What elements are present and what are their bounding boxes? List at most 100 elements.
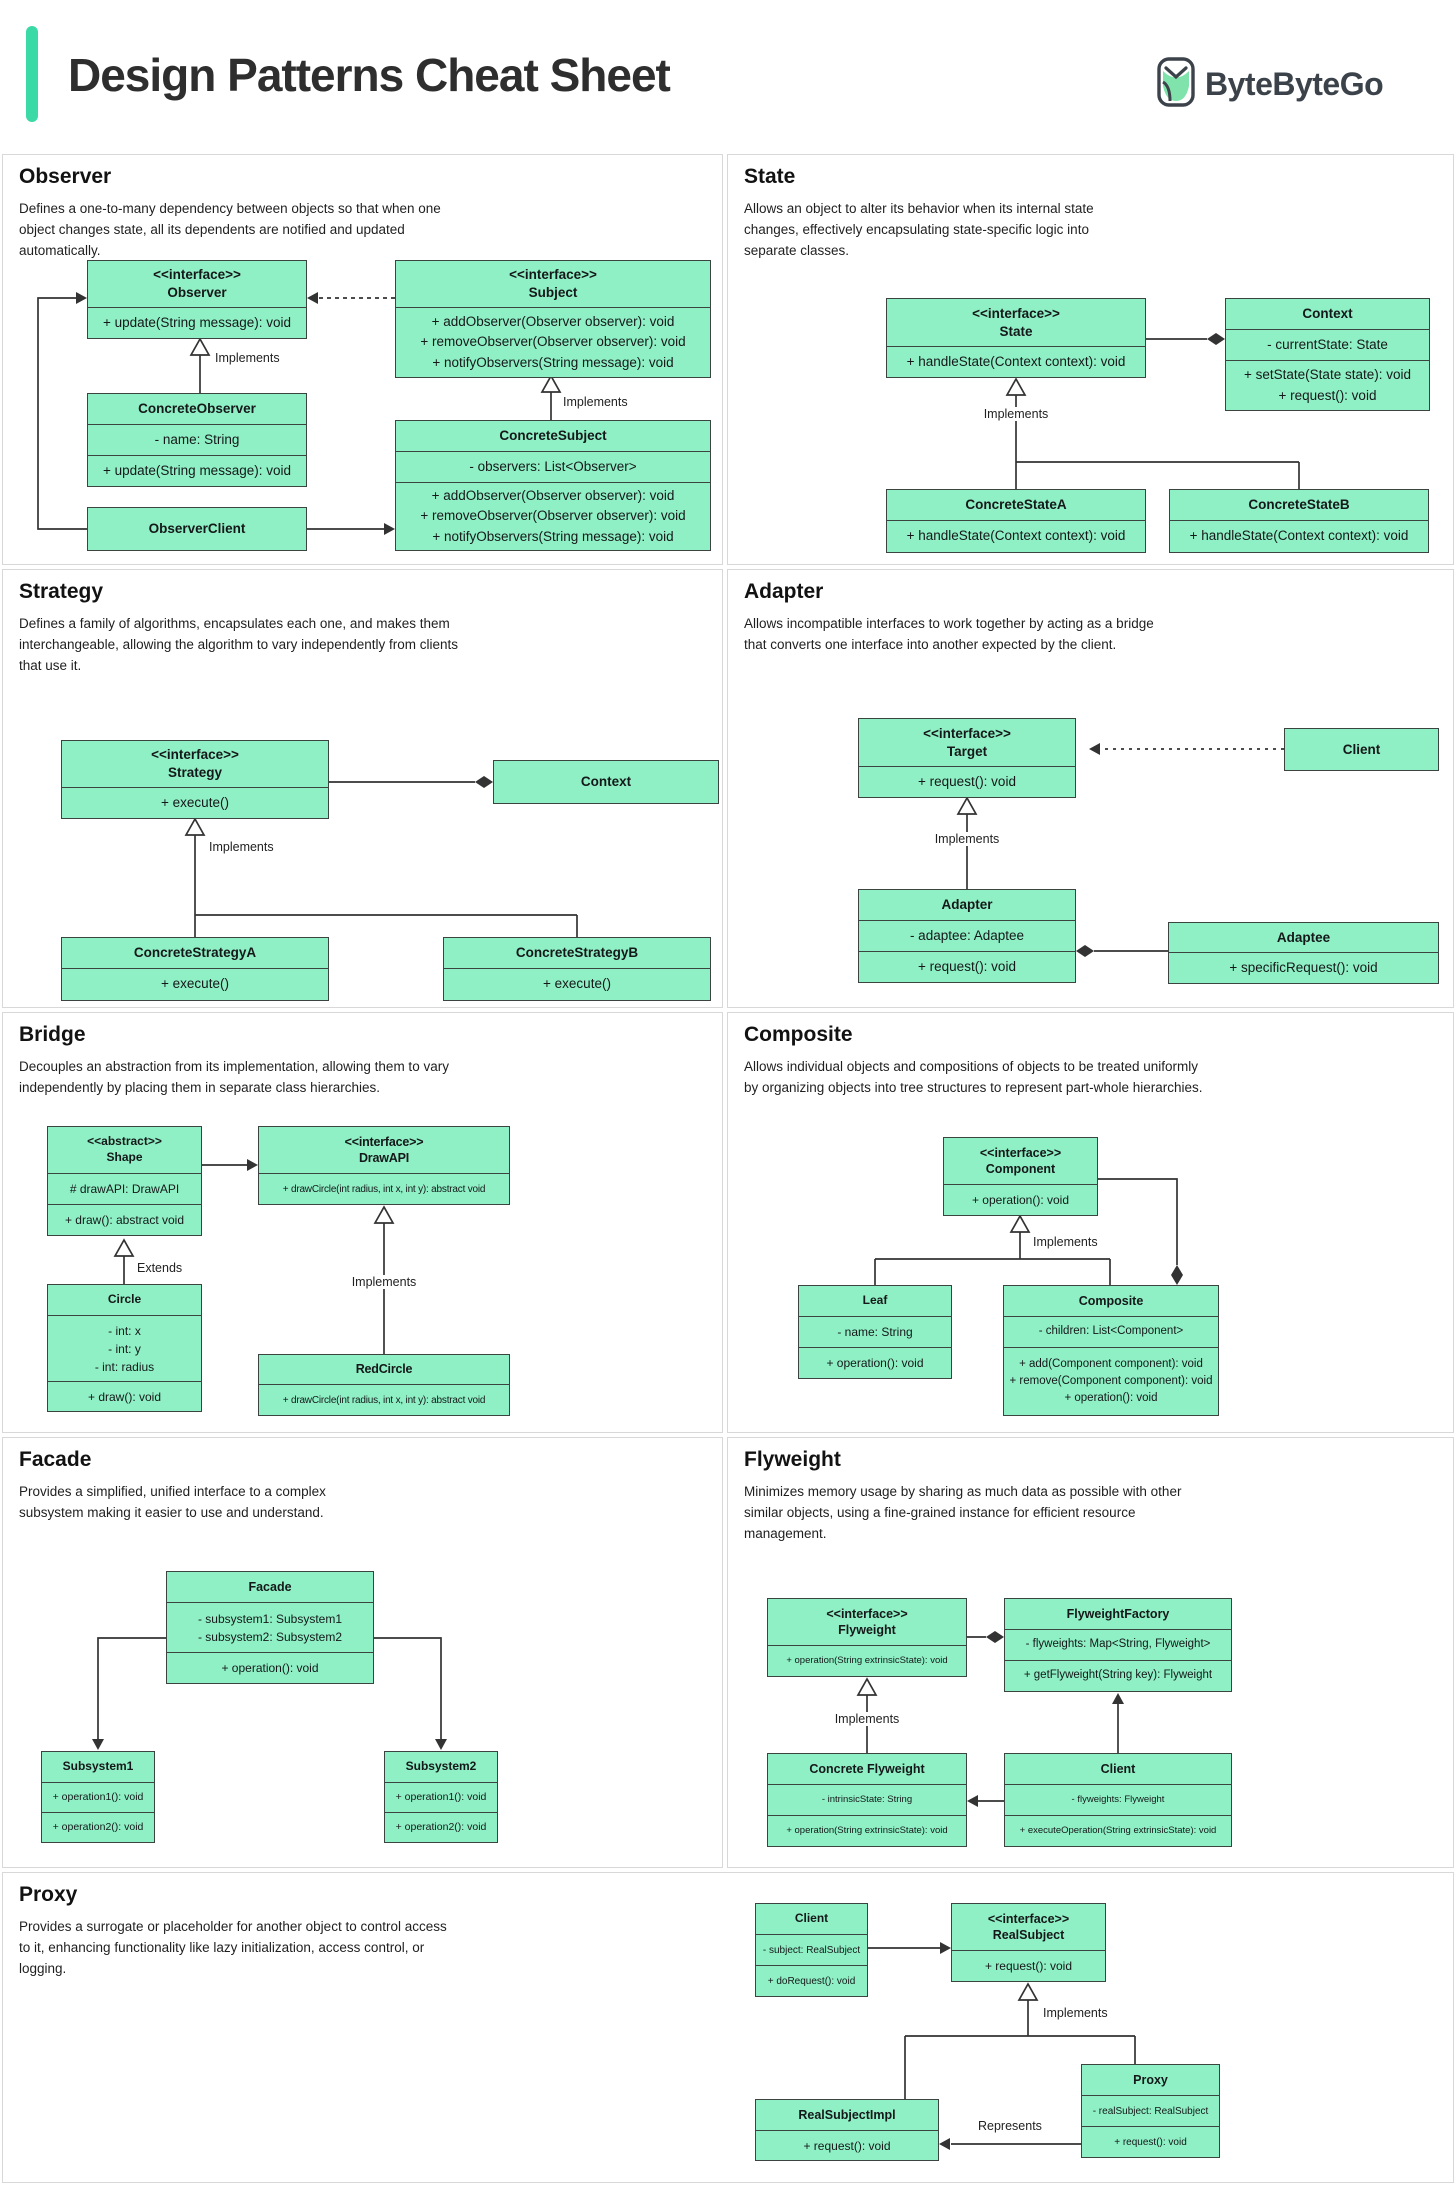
method: + execute() xyxy=(543,976,611,992)
arrowhead-left xyxy=(967,1795,978,1807)
class-box-redcircle: RedCircle + drawCircle(int radius, int x… xyxy=(258,1354,510,1416)
class-box-context: Context xyxy=(493,760,719,804)
class-box-shape-abstract: <<abstract>>Shape # drawAPI: DrawAPI + d… xyxy=(47,1126,202,1236)
method: + handleState(Context context): void xyxy=(1189,528,1409,544)
class-box-concrete-strategy-a: ConcreteStrategyA + execute() xyxy=(61,937,329,1001)
class-box-leaf: Leaf - name: String + operation(): void xyxy=(798,1285,952,1379)
implements-triangle xyxy=(540,374,562,393)
class-name: Context xyxy=(580,774,632,790)
section-title: Proxy xyxy=(19,1883,78,1906)
attribute: - realSubject: RealSubject xyxy=(1092,2105,1209,2117)
implements-label: Implements xyxy=(215,351,280,365)
class-box-realsubject-impl: RealSubjectImpl + request(): void xyxy=(755,2099,939,2161)
class-box-context: Context - currentState: State + setState… xyxy=(1225,298,1430,411)
section-title: State xyxy=(744,165,796,188)
section-flyweight: Flyweight Minimizes memory usage by shar… xyxy=(727,1437,1454,1868)
method: + specificRequest(): void xyxy=(1229,959,1378,975)
method: + removeObserver(Observer observer): voi… xyxy=(420,508,686,524)
class-box-subsystem1: Subsystem1 + operation1(): void + operat… xyxy=(41,1751,155,1843)
section-description: Minimizes memory usage by sharing as muc… xyxy=(744,1484,1182,1541)
section-observer: Observer Defines a one-to-many dependenc… xyxy=(2,154,723,565)
arrowhead-up xyxy=(1112,1693,1124,1704)
arrowhead-right xyxy=(940,1942,951,1954)
class-box-concrete-observer: ConcreteObserver - name: String + update… xyxy=(87,393,307,487)
class-name: Subject xyxy=(528,285,578,300)
attribute: - adaptee: Adaptee xyxy=(909,927,1025,943)
class-box-flyweight-factory: FlyweightFactory - flyweights: Map<Strin… xyxy=(1004,1598,1232,1692)
brand-name: ByteByteGo xyxy=(1205,66,1384,102)
attribute: - int: y xyxy=(108,1341,141,1356)
stereotype: <<interface>> xyxy=(151,747,239,763)
attribute: - int: x xyxy=(108,1323,141,1338)
class-name: Subsystem2 xyxy=(405,1759,477,1774)
implements-triangle xyxy=(1005,377,1027,396)
section-description: Provides a surrogate or placeholder for … xyxy=(19,1919,447,1976)
stereotype: <<interface>> xyxy=(972,305,1060,321)
composition-diamond xyxy=(986,1631,1004,1643)
method: + draw(): void xyxy=(87,1389,162,1404)
stereotype: <<abstract>> xyxy=(87,1134,162,1149)
arrowhead-left xyxy=(939,2138,950,2150)
section-description: Allows individual objects and compositio… xyxy=(744,1059,1203,1095)
class-name: Client xyxy=(1100,1761,1136,1776)
method: + notifyObservers(String message): void xyxy=(432,354,674,370)
method: + operation(): void xyxy=(826,1356,924,1370)
class-name: ObserverClient xyxy=(148,521,246,537)
implements-triangle xyxy=(189,337,211,356)
implements-label: Implements xyxy=(830,1712,904,1726)
section-strategy: Strategy Defines a family of algorithms,… xyxy=(2,569,723,1008)
section-title: Composite xyxy=(744,1023,853,1046)
attribute: - int: radius xyxy=(94,1359,155,1374)
attribute: - currentState: State xyxy=(1267,336,1388,352)
class-box-strategy-interface: <<interface>>Strategy + execute() xyxy=(61,740,329,819)
class-name: Circle xyxy=(107,1292,142,1307)
section-description: Decouples an abstraction from its implem… xyxy=(19,1059,449,1095)
method: + operation1(): void xyxy=(395,1790,487,1803)
class-name: Context xyxy=(1302,306,1353,322)
method: + request(): void xyxy=(1114,2136,1187,2148)
class-box-concrete-flyweight: Concrete Flyweight - intrinsicState: Str… xyxy=(767,1753,967,1847)
class-name: Observer xyxy=(167,285,227,300)
arrowhead-right xyxy=(247,1159,258,1171)
class-box-observer-interface: <<interface>>Observer + update(String me… xyxy=(87,260,307,339)
attribute: - flyweights: Flyweight xyxy=(1071,1793,1165,1805)
facade-connectors xyxy=(92,1637,447,1750)
implements-triangle xyxy=(1009,1214,1031,1233)
proxy-connectors xyxy=(868,1942,1136,2150)
observer-connectors xyxy=(37,292,562,535)
section-description: Provides a simplified, unified interface… xyxy=(19,1484,326,1520)
implements-label: Implements xyxy=(347,1275,421,1289)
class-box-concrete-subject: ConcreteSubject - observers: List<Observ… xyxy=(395,420,711,551)
implements-triangle xyxy=(956,796,978,815)
arrowhead-right xyxy=(384,523,395,535)
composition-diamond xyxy=(1207,333,1225,345)
class-name: Concrete Flyweight xyxy=(809,1761,925,1776)
class-box-client: Client xyxy=(1284,728,1439,771)
bridge-connectors xyxy=(113,1159,395,1354)
method: + handleState(Context context): void xyxy=(906,528,1126,544)
attribute: - name: String xyxy=(154,431,240,447)
class-box-circle: Circle - int: x - int: y - int: radius +… xyxy=(47,1284,202,1412)
implements-label: Implements xyxy=(979,407,1053,421)
method: + addObserver(Observer observer): void xyxy=(431,314,675,330)
method: + drawCircle(int radius, int x, int y): … xyxy=(282,1183,486,1195)
stereotype: <<interface>> xyxy=(153,267,241,283)
class-box-realsubject-interface: <<interface>>RealSubject + request(): vo… xyxy=(951,1903,1106,1982)
stereotype: <<interface>> xyxy=(923,725,1011,741)
attribute: - subsystem1: Subsystem1 xyxy=(197,1611,343,1626)
attribute: - observers: List<Observer> xyxy=(469,458,637,474)
implements-label: Implements xyxy=(1043,2006,1108,2020)
section-title: Adapter xyxy=(744,580,824,603)
implements-label: Implements xyxy=(930,832,1004,846)
class-name: Adaptee xyxy=(1276,929,1331,945)
brand: ByteByteGo xyxy=(1156,56,1384,113)
page-title: Design Patterns Cheat Sheet xyxy=(68,49,671,101)
arrowhead-right xyxy=(76,292,87,304)
attribute: - children: List<Component> xyxy=(1038,1325,1184,1338)
class-name: FlyweightFactory xyxy=(1066,1606,1170,1621)
class-name: Shape xyxy=(106,1150,143,1164)
implements-label: Implements xyxy=(563,395,628,409)
section-description: Defines a one-to-many dependency between… xyxy=(19,201,441,258)
stereotype: <<interface>> xyxy=(979,1145,1062,1160)
class-name: Strategy xyxy=(167,765,223,780)
